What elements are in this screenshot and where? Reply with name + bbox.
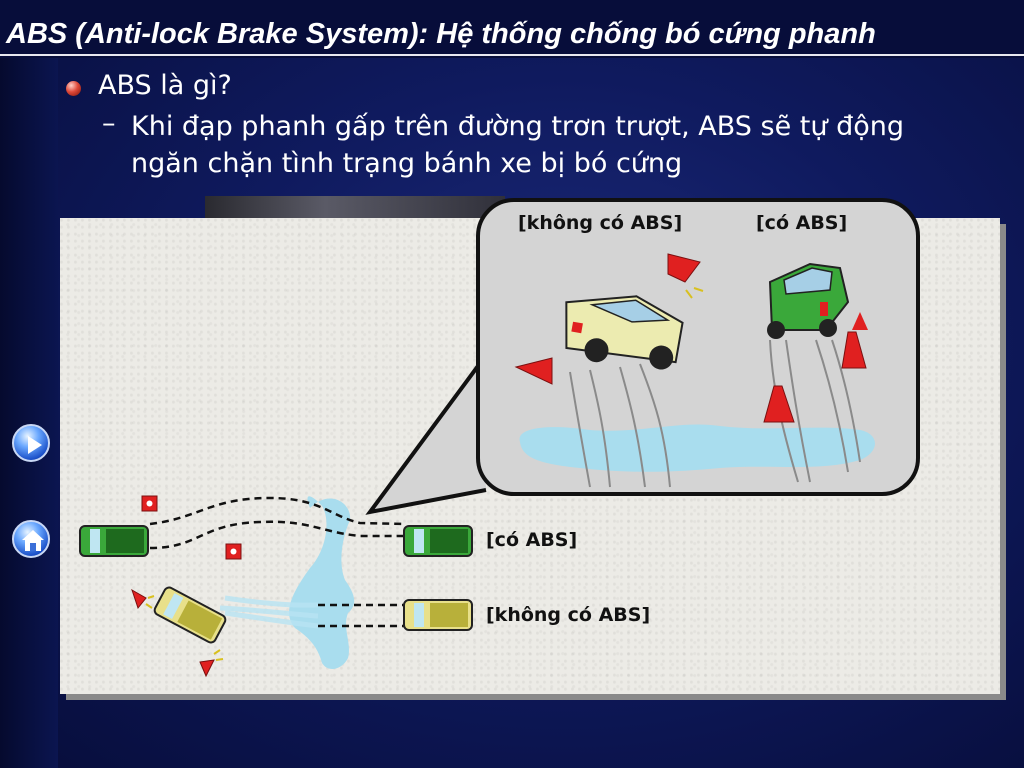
bubble-label-without-abs: [không có ABS] bbox=[518, 212, 683, 234]
skid-lines-with-abs bbox=[769, 339, 861, 483]
left-sidebar bbox=[0, 58, 58, 768]
sub-bullet-text: Khi đạp phanh gấp trên đường trơn trượt,… bbox=[131, 111, 904, 179]
fallen-cone-left bbox=[514, 357, 553, 385]
bullet-icon bbox=[66, 81, 81, 96]
yellow-car-skidding-bubble bbox=[565, 295, 684, 370]
yellow-car-end bbox=[403, 599, 473, 631]
abs-path-bottom bbox=[149, 520, 405, 550]
skid-marks bbox=[219, 595, 319, 629]
standing-cone-right bbox=[841, 312, 868, 369]
home-button[interactable] bbox=[12, 520, 50, 558]
knocked-cone-top bbox=[131, 588, 155, 610]
photo-edge bbox=[205, 196, 505, 222]
green-car-bubble bbox=[767, 262, 850, 339]
title-bar bbox=[0, 0, 1024, 58]
bubble-tail bbox=[365, 364, 487, 515]
next-slide-button[interactable] bbox=[12, 424, 50, 462]
bubble-label-with-abs: [có ABS] bbox=[756, 212, 848, 234]
cone-marker-bottom bbox=[225, 543, 242, 560]
sub-bullet-dash: – bbox=[102, 108, 116, 139]
scene-label-without-abs: [không có ABS] bbox=[486, 604, 651, 626]
water-puddle bbox=[289, 496, 355, 670]
road-scene-illustration bbox=[79, 495, 473, 678]
title-underline bbox=[0, 54, 1024, 56]
bullet-question: ABS là gì? bbox=[98, 70, 232, 101]
play-arrow-icon bbox=[28, 436, 42, 454]
green-car-start bbox=[79, 525, 149, 557]
abs-path-top bbox=[149, 496, 406, 526]
green-car-end bbox=[403, 525, 473, 557]
skid-lines-without-abs bbox=[569, 363, 671, 488]
standing-cone-bottom bbox=[763, 385, 795, 423]
home-icon bbox=[22, 530, 44, 551]
flying-cone-top bbox=[667, 253, 704, 299]
bubble-water-puddle bbox=[519, 424, 875, 472]
bubble-illustration bbox=[514, 253, 875, 488]
slide-title: ABS (Anti-lock Brake System): Hệ thống c… bbox=[6, 18, 876, 50]
yellow-car-skidding bbox=[153, 586, 227, 644]
knocked-cone-bottom bbox=[199, 649, 224, 678]
cone-marker-top bbox=[141, 495, 158, 512]
scene-label-with-abs: [có ABS] bbox=[486, 529, 578, 551]
